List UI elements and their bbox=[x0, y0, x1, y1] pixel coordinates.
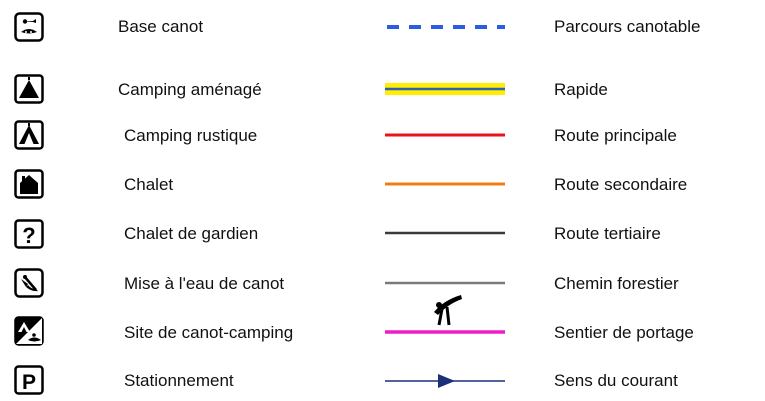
canoe-route-line bbox=[385, 20, 505, 34]
legend-label-current-direction: Sens du courant bbox=[554, 371, 678, 390]
main-road-line bbox=[385, 128, 505, 142]
developed-camping-icon bbox=[14, 74, 44, 104]
legend-label-secondary-road: Route secondaire bbox=[554, 175, 688, 194]
tertiary-road-line bbox=[385, 226, 505, 240]
legend-label-chalet: Chalet bbox=[124, 175, 174, 194]
legend-label-canoe-base: Base canot bbox=[118, 17, 204, 36]
forest-road-line bbox=[385, 276, 505, 290]
legend-label-forest-road: Chemin forestier bbox=[554, 274, 679, 293]
rapid-line bbox=[385, 82, 505, 96]
legend-label-rustic-camping: Camping rustique bbox=[124, 126, 258, 145]
current-direction-line bbox=[385, 374, 505, 388]
svg-text:P: P bbox=[22, 371, 36, 394]
canoe-launch-icon bbox=[14, 268, 44, 298]
legend-label-tertiary-road: Route tertiaire bbox=[554, 224, 661, 243]
legend-label-canoe-launch: Mise à l'eau de canot bbox=[124, 274, 285, 293]
legend-label-developed-camping: Camping aménagé bbox=[118, 80, 262, 99]
legend-label-canoe-route: Parcours canotable bbox=[554, 17, 701, 36]
canoe-base-icon bbox=[14, 12, 44, 42]
svg-text:?: ? bbox=[22, 223, 35, 248]
legend-label-portage-trail: Sentier de portage bbox=[554, 323, 694, 342]
warden-chalet-icon: ? bbox=[14, 219, 44, 249]
rustic-camping-icon bbox=[14, 120, 44, 150]
legend-label-rapid: Rapide bbox=[554, 80, 608, 99]
canoe-camping-site-icon bbox=[14, 316, 44, 346]
legend-label-warden-chalet: Chalet de gardien bbox=[124, 224, 259, 243]
chalet-icon bbox=[14, 169, 44, 199]
secondary-road-line bbox=[385, 177, 505, 191]
canoe-portage-icon bbox=[428, 292, 464, 328]
legend-label-parking: Stationnement bbox=[124, 371, 234, 390]
legend-label-canoe-camping-site: Site de canot-camping bbox=[124, 323, 294, 342]
portage-trail-line bbox=[385, 325, 505, 339]
legend-label-main-road: Route principale bbox=[554, 126, 677, 145]
parking-icon: P bbox=[14, 365, 44, 395]
